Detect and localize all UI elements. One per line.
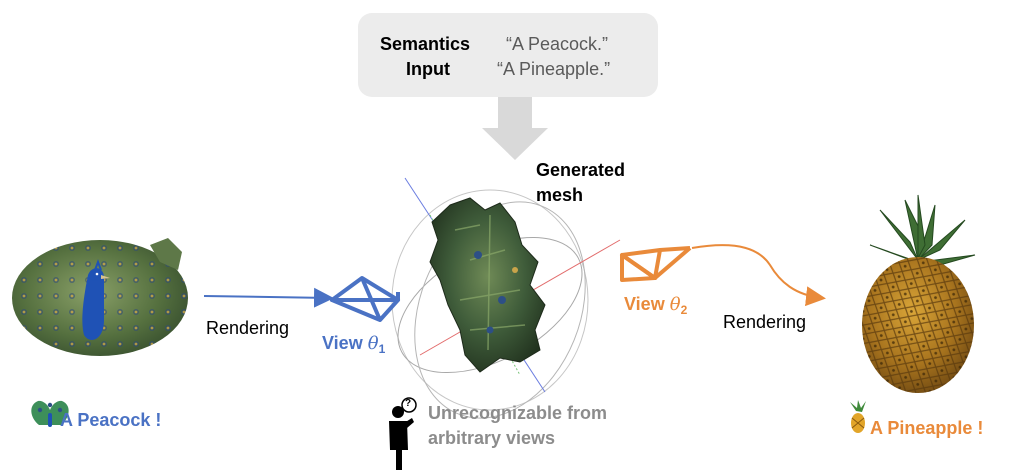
pineapple-emoji-icon [850,400,866,433]
prompt-pineapple: “A Pineapple.” [497,59,611,79]
peacock-result-label: A Peacock ! [60,410,162,430]
right-rendering-label: Rendering [723,312,807,332]
prompt-peacock: “A Peacock.” [506,34,609,54]
peacock-emoji-icon [31,400,69,427]
camera-right-icon [620,246,692,282]
camera-left-icon [330,276,400,322]
mesh-label-line2: mesh [536,185,584,205]
semantics-box [358,13,658,97]
right-render-arrow [691,244,826,307]
generated-mesh-shape [429,197,546,373]
pineapple-image [862,194,976,393]
mesh-eye-spots [474,251,518,334]
semantics-label-line1: Semantics [380,34,471,54]
right-view-subscript: 2 [680,303,688,317]
unrecognizable-line1: Unrecognizable from [428,403,608,423]
thinking-person-icon [389,397,417,470]
pineapple-result-label: A Pineapple ! [870,418,984,438]
mesh-detail [454,214,526,351]
left-view-theta: θ [367,333,379,354]
semantics-label-line2: Input [406,59,450,79]
right-view-theta: θ [669,294,681,315]
left-view-word: View [322,333,363,353]
mesh-label-line1: Generated [536,160,626,180]
left-rendering-label: Rendering [206,318,290,338]
left-view-subscript: 1 [378,342,386,356]
unrecognizable-line2: arbitrary views [428,428,556,448]
peacock-image [12,238,188,356]
left-render-arrow [203,287,334,308]
down-arrow-icon [482,97,548,160]
right-view-label: View θ2 [624,294,687,318]
left-view-label: View θ1 [322,333,385,357]
thinking-bubble-symbol: ? [405,398,412,409]
right-view-word: View [624,294,665,314]
